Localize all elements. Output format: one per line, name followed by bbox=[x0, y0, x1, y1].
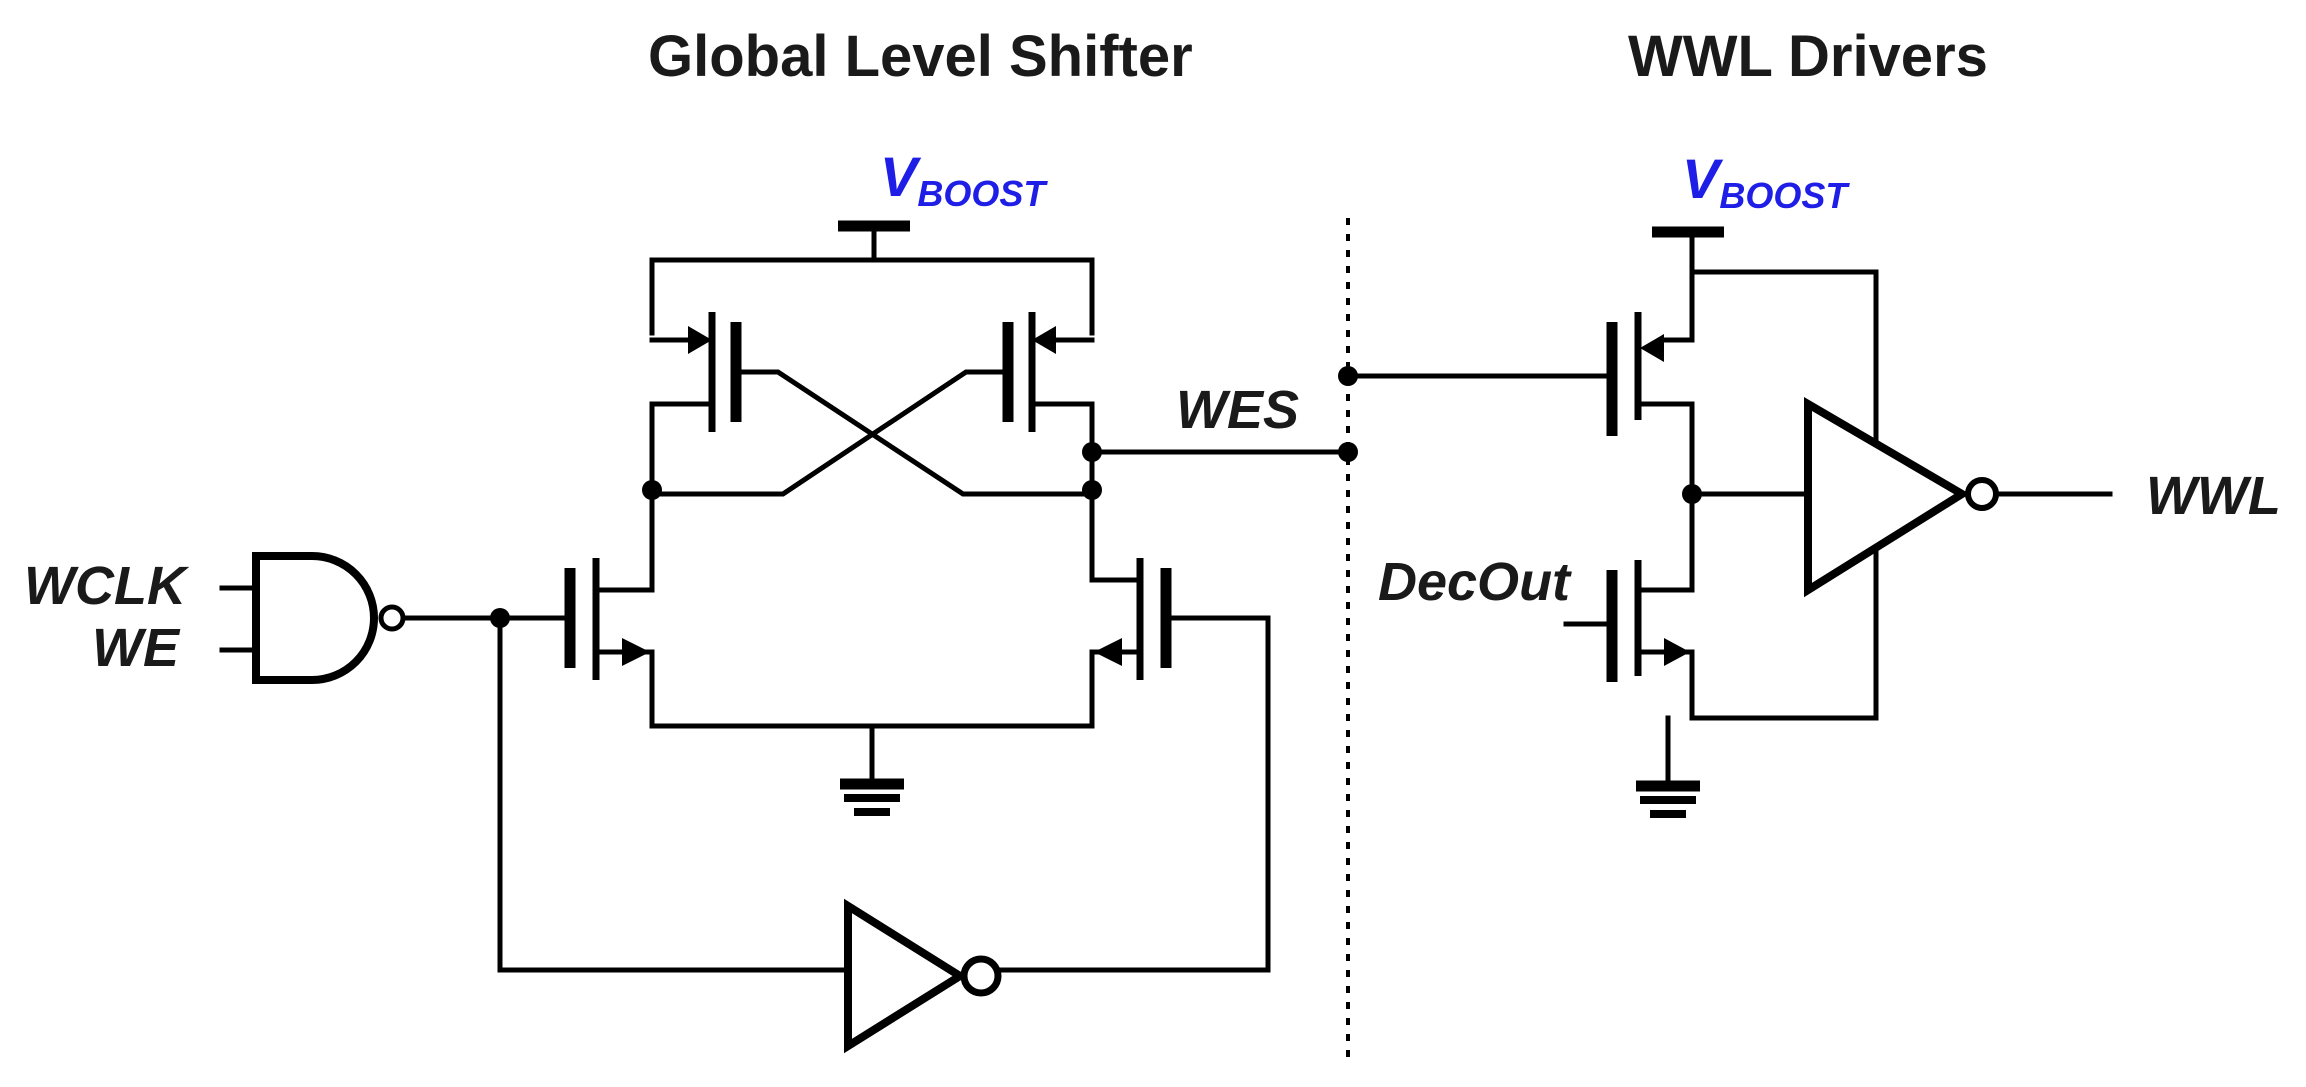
nmos-right bbox=[1089, 558, 1172, 729]
node-right bbox=[1082, 480, 1102, 500]
vboost-label-right: V bbox=[1682, 147, 1724, 210]
pmos-driver bbox=[1606, 269, 1695, 497]
nmos-left bbox=[564, 487, 655, 729]
vboost-subscript-right: BOOST bbox=[1719, 175, 1850, 216]
nand-gate bbox=[219, 552, 406, 684]
vboost-subscript-left: BOOST bbox=[917, 173, 1048, 214]
decout-label: DecOut bbox=[1378, 552, 1572, 612]
inverter-feedback bbox=[844, 898, 1002, 1054]
nmos-driver bbox=[1563, 491, 1695, 721]
wwl-label: WWL bbox=[2146, 466, 2281, 526]
vboost-supply-right: VBOOST bbox=[1652, 147, 1850, 275]
vboost-label-left: V bbox=[880, 145, 922, 208]
vboost-rail-left bbox=[649, 257, 1095, 336]
ground-icon-right bbox=[1636, 715, 1700, 818]
pmos-left bbox=[649, 312, 1095, 497]
title-global-level-shifter: Global Level Shifter bbox=[648, 24, 1193, 89]
title-wwl-drivers: WWL Drivers bbox=[1628, 24, 1988, 89]
pmos-right bbox=[649, 312, 1095, 583]
wes-label: WES bbox=[1176, 380, 1299, 440]
vboost-rail-right bbox=[1689, 269, 1879, 457]
node-wes bbox=[1338, 442, 1358, 462]
vboost-supply-left: VBOOST bbox=[838, 145, 1048, 263]
output-buffer bbox=[1804, 397, 1999, 598]
node-wes-driver bbox=[1338, 366, 1358, 386]
buffer-output-bubble bbox=[1965, 477, 1999, 511]
nand-output-bubble bbox=[378, 604, 406, 632]
svg-text:VBOOST: VBOOST bbox=[1682, 147, 1850, 216]
we-label: WE bbox=[92, 618, 181, 678]
inverter-output-bubble bbox=[960, 955, 1002, 997]
wclk-label: WCLK bbox=[24, 556, 190, 616]
svg-text:VBOOST: VBOOST bbox=[880, 145, 1048, 214]
ground-icon bbox=[840, 723, 904, 816]
